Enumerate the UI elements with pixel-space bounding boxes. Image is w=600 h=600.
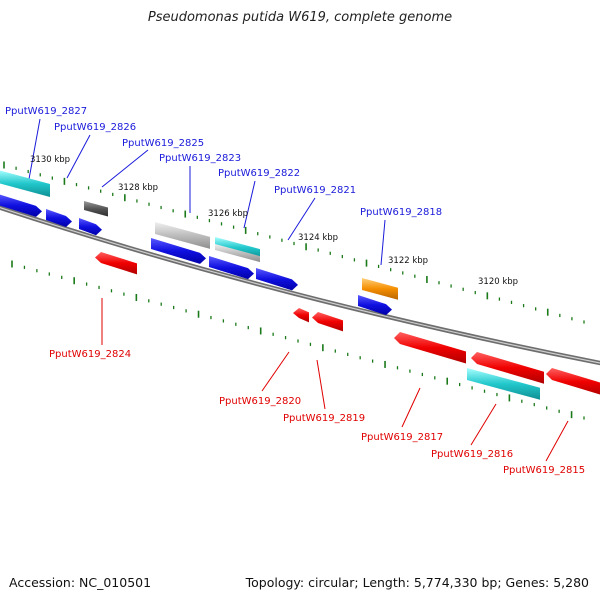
cog-block-gray bbox=[155, 222, 210, 249]
gene-label: PputW619_2825 bbox=[122, 138, 204, 149]
gene-block-forward bbox=[358, 295, 392, 316]
gene-block-forward bbox=[209, 256, 254, 280]
gene-leader-line bbox=[287, 197, 316, 241]
cog-block-dark bbox=[84, 201, 108, 217]
gene-label: PputW619_2824 bbox=[49, 349, 131, 360]
gene-leader-line bbox=[316, 359, 326, 410]
gene-block-forward bbox=[0, 194, 42, 217]
gene-label: PputW619_2826 bbox=[54, 122, 136, 133]
ruler-label: 3122 kbp bbox=[388, 256, 428, 266]
gene-label: PputW619_2815 bbox=[503, 465, 585, 476]
ruler-label: 3124 kbp bbox=[298, 233, 338, 243]
cog-block-cyan bbox=[467, 368, 540, 400]
gene-label: PputW619_2817 bbox=[361, 432, 443, 443]
gene-label: PputW619_2820 bbox=[219, 396, 301, 407]
gene-label: PputW619_2822 bbox=[218, 168, 300, 179]
gene-label: PputW619_2816 bbox=[431, 449, 513, 460]
gene-label: PputW619_2827 bbox=[5, 106, 87, 117]
cog-block-orange bbox=[362, 278, 398, 300]
gene-leader-line bbox=[101, 149, 149, 188]
gene-leader-line bbox=[261, 351, 290, 392]
ruler-label: 3126 kbp bbox=[208, 209, 248, 219]
ruler-label: 3130 kbp bbox=[30, 155, 70, 165]
gene-block-reverse bbox=[471, 352, 544, 384]
backbone-highlight bbox=[0, 207, 600, 364]
gene-block-reverse bbox=[546, 368, 600, 395]
gene-leader-line bbox=[380, 219, 386, 266]
gene-block-forward bbox=[151, 238, 206, 264]
cog-block-cyan bbox=[0, 170, 50, 198]
gene-label: PputW619_2818 bbox=[360, 207, 442, 218]
gene-label: PputW619_2821 bbox=[274, 185, 356, 196]
gene-label: PputW619_2819 bbox=[283, 413, 365, 424]
map-title: Pseudomonas putida W619, complete genome bbox=[147, 10, 453, 25]
ruler-label: 3128 kbp bbox=[118, 183, 158, 193]
gene-leader-line bbox=[401, 387, 421, 428]
ruler-label: 3120 kbp bbox=[478, 277, 518, 287]
cog-block-gray bbox=[215, 244, 260, 263]
gene-block-reverse bbox=[312, 312, 343, 332]
gene-label: PputW619_2823 bbox=[159, 153, 241, 164]
gene-leader-line bbox=[545, 420, 569, 462]
gene-block-reverse bbox=[293, 308, 309, 323]
gene-leader-line bbox=[470, 403, 497, 446]
genome-summary-text: Topology: circular; Length: 5,774,330 bp… bbox=[245, 575, 589, 590]
gene-leader-line bbox=[243, 180, 256, 229]
gene-block-forward bbox=[79, 218, 102, 236]
gene-leader-line bbox=[26, 118, 41, 191]
cog-block-cyan bbox=[215, 237, 260, 259]
accession-text: Accession: NC_010501 bbox=[9, 575, 152, 590]
gene-block-forward bbox=[46, 209, 72, 228]
gene-block-reverse bbox=[394, 332, 466, 364]
gene-leader-line bbox=[66, 134, 91, 179]
gene-block-forward bbox=[256, 268, 298, 291]
gene-block-reverse bbox=[95, 252, 137, 275]
